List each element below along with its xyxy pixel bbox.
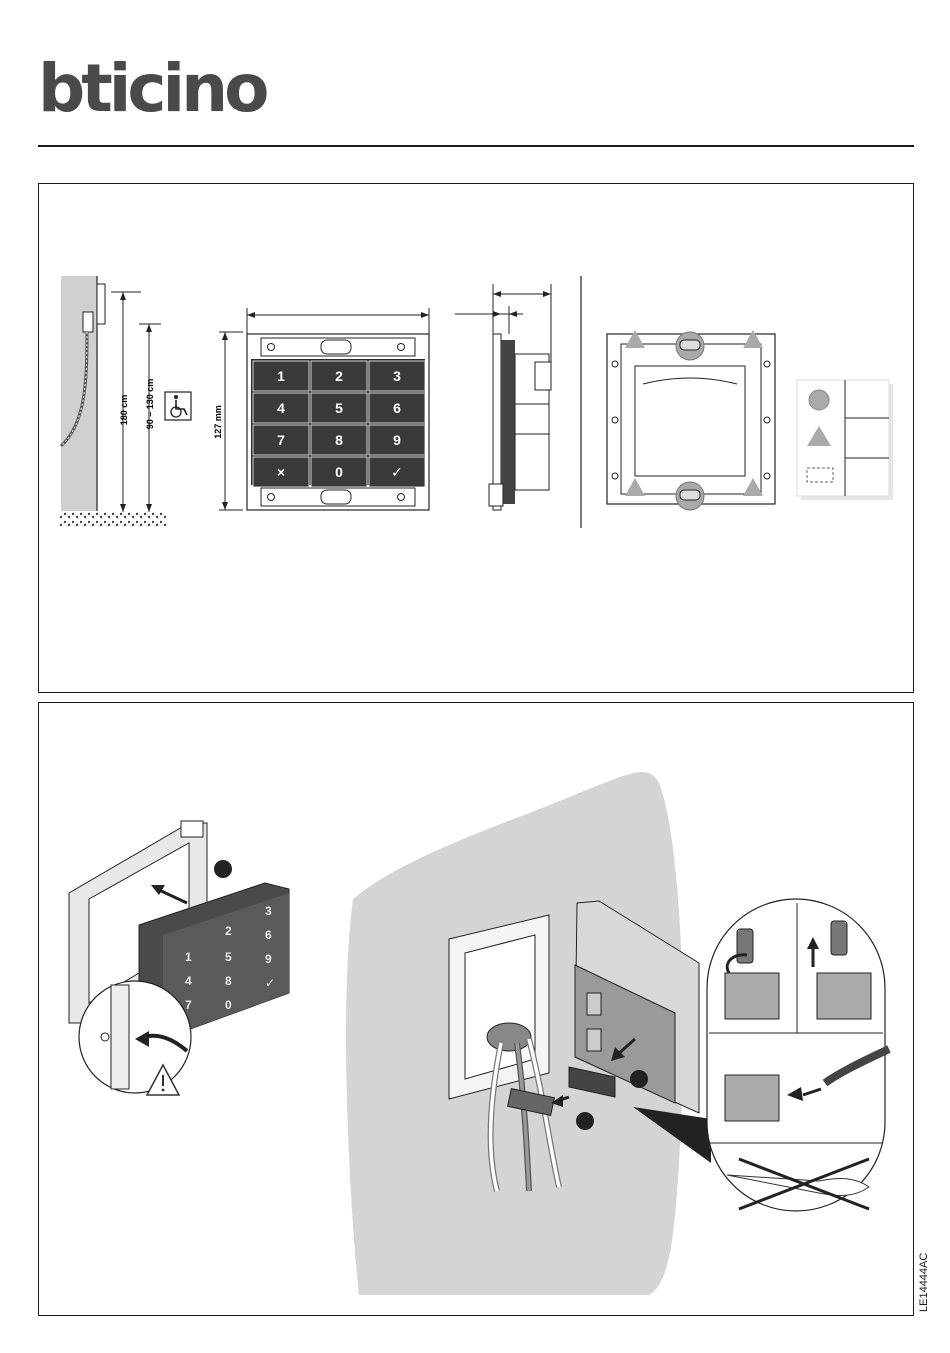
keypad-module-install: 3 2 6 1 5 9 4 8 7 0 ✓: [69, 821, 289, 1095]
front-view-diagram: 127 mm 1 2 3 4 5 6 7 8 9 × 0 ✓: [213, 308, 429, 510]
module-key-label: ✓: [265, 976, 275, 990]
side-view-diagram: [455, 284, 551, 510]
height-total-label: 180 cm: [119, 395, 129, 426]
keypad-key-label: 0: [335, 464, 343, 480]
module-key-label: 7: [185, 998, 192, 1012]
keypad-key-label: 5: [335, 400, 343, 416]
keypad-key-label: 3: [393, 368, 401, 384]
keypad-key-label: 1: [277, 368, 285, 384]
keypad-key-label: 6: [393, 400, 401, 416]
brand-logo-text: bticino: [38, 50, 266, 127]
keypad-key-label: 9: [393, 432, 401, 448]
wheelchair-icon: [165, 392, 191, 420]
installation-diagram: 3 2 6 1 5 9 4 8 7 0 ✓: [39, 703, 913, 1315]
height-range-label: 90 – 130 cm: [145, 379, 155, 430]
keypad-key-label: 2: [335, 368, 343, 384]
module-key-label: 5: [225, 950, 232, 964]
module-key-label: 1: [185, 950, 192, 964]
keypad-key-label: 4: [277, 400, 285, 416]
module-key-label: 9: [265, 952, 272, 966]
terminal-detail-oval: [707, 899, 889, 1211]
module-key-label: 4: [185, 974, 192, 988]
module-key-label: 2: [225, 924, 232, 938]
module-key-label: 8: [225, 974, 232, 988]
wall-mount-diagram: 180 cm 90 – 130 cm: [59, 276, 191, 526]
keypad-key-label: 7: [277, 432, 285, 448]
document-code: LE14444AC: [918, 1253, 930, 1312]
module-key-label: 3: [265, 904, 272, 918]
step-2-marker: [630, 1070, 648, 1088]
front-height-label: 127 mm: [213, 405, 223, 439]
step-1-marker: [214, 860, 232, 878]
module-key-label: 0: [225, 998, 232, 1012]
keypad-key-label: ✓: [391, 464, 403, 480]
keypad-key-label: 8: [335, 432, 343, 448]
brand-logo: bticino: [38, 56, 266, 118]
dimensions-panel: 180 cm 90 – 130 cm: [38, 183, 914, 693]
header-rule: [38, 145, 914, 147]
installation-panel: 3 2 6 1 5 9 4 8 7 0 ✓: [38, 702, 914, 1316]
legend-box: [797, 380, 893, 500]
keypad-key-label: ×: [277, 464, 285, 480]
step-3-marker: [576, 1112, 594, 1130]
mounting-plate-diagram: [607, 330, 775, 510]
module-key-label: 6: [265, 928, 272, 942]
legend-circle-icon: [809, 390, 829, 410]
dimensions-diagram: 180 cm 90 – 130 cm: [39, 184, 913, 692]
